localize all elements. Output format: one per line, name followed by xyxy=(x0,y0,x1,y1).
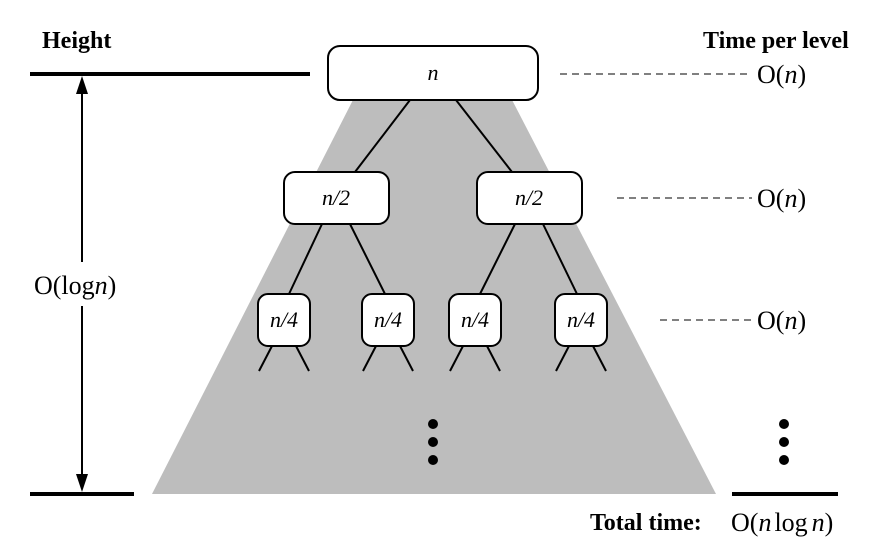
edge-root-right xyxy=(455,99,513,173)
edge-stub xyxy=(399,345,414,372)
ellipsis-dot xyxy=(779,455,789,465)
level2-node xyxy=(448,293,502,347)
height-header: Height xyxy=(42,28,111,54)
level2-node xyxy=(361,293,415,347)
level2-node-label: n/4 xyxy=(374,307,402,332)
height-value: O(logn) xyxy=(34,271,116,300)
edge-l1a-left xyxy=(288,223,323,295)
level2-cost: O(n) xyxy=(757,306,806,335)
edge-stub xyxy=(555,345,570,372)
level2-node-label: n/4 xyxy=(270,307,298,332)
ellipsis-dot xyxy=(779,437,789,447)
time-per-level-header: Time per level xyxy=(703,28,849,54)
level2-node xyxy=(257,293,311,347)
ellipsis-dot xyxy=(428,437,438,447)
edge-stub xyxy=(486,345,501,372)
edge-l1a-right xyxy=(349,223,386,295)
arrow-down-head xyxy=(76,474,88,492)
edge-l1b-right xyxy=(542,223,578,295)
ellipsis-dot xyxy=(428,419,438,429)
root-node xyxy=(327,45,539,101)
level2-node-label: n/4 xyxy=(567,307,595,332)
root-node-label: n xyxy=(428,60,439,85)
level1-node xyxy=(283,171,390,225)
level2-node xyxy=(554,293,608,347)
edge-stub xyxy=(449,345,464,372)
level1-node-label: n/2 xyxy=(322,185,350,210)
edge-root-left xyxy=(354,99,411,173)
tree-shading xyxy=(152,96,716,494)
level2-node-label: n/4 xyxy=(461,307,489,332)
edge-stub xyxy=(362,345,377,372)
level1-node xyxy=(476,171,583,225)
edge-stub xyxy=(258,345,273,372)
edge-stub xyxy=(295,345,310,372)
edge-l1b-left xyxy=(479,223,516,295)
ellipsis-dot xyxy=(779,419,789,429)
level1-cost: O(n) xyxy=(757,184,806,213)
edge-stub xyxy=(592,345,607,372)
arrow-up-head xyxy=(76,76,88,94)
level1-node-label: n/2 xyxy=(515,185,543,210)
level0-cost: O(n) xyxy=(757,60,806,89)
total-time-label: Total time: xyxy=(590,510,702,536)
ellipsis-dot xyxy=(428,455,438,465)
